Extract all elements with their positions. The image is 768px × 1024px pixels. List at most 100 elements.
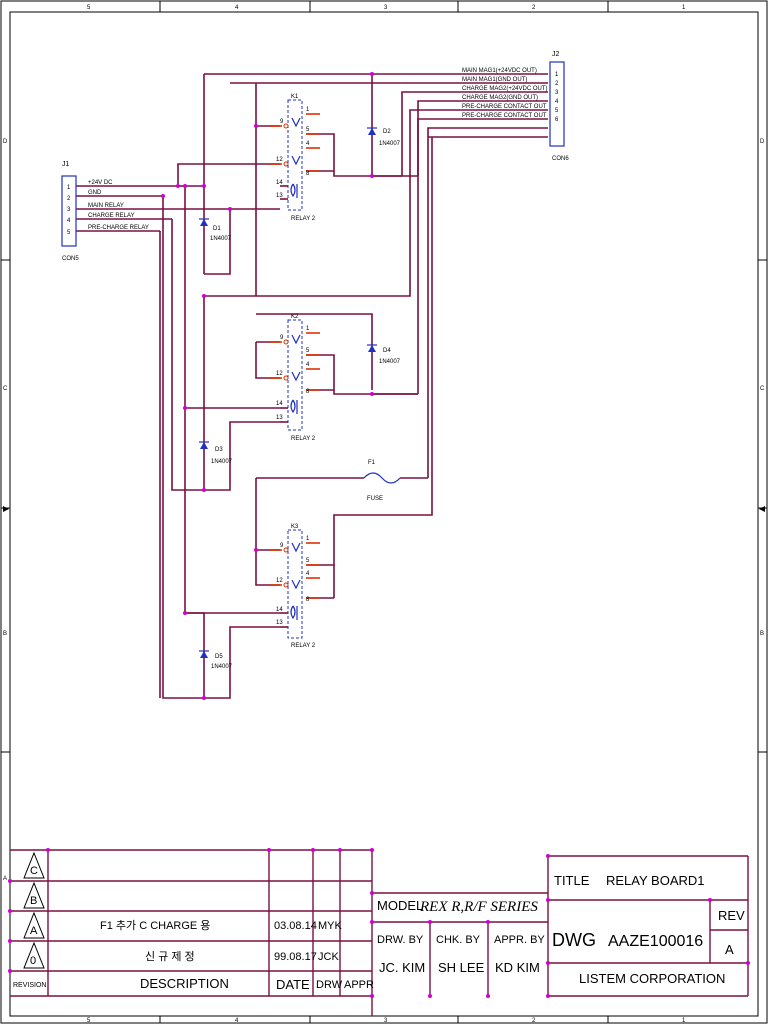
relay-k1: K1 RELAY 2 1 9 5 4 12 8 14 13 [276,94,316,222]
col-label: 4 [235,5,239,11]
row-label: A [3,876,7,882]
connector-j1: J1 CON5 1 2 3 4 5 +24V DC GND MAIN RELAY… [61,161,149,262]
revision-drw: MYK [318,920,343,932]
row-label: B [3,631,7,637]
revision-date: 99.08.17 [274,951,317,963]
j1-pin: 2 [67,196,71,202]
revision-rows: F1 추가 C CHARGE 용 03.08.14 MYK 신 규 제 정 99… [100,919,343,963]
appr-by-value: KD KIM [495,960,540,975]
diode-part: 1N4007 [379,141,401,147]
relay-pin: 13 [276,620,283,626]
relay-k3: K3 RELAY 2 1 9 5 4 12 8 14 13 [276,524,316,649]
relay-pin: 13 [276,415,283,421]
revision-marks: C B A 0 [23,851,45,969]
diode-d3: D3 1N4007 [199,441,233,465]
fuse-f1: F1 FUSE [363,460,401,502]
diode-ref: D2 [383,129,391,135]
revision-drw: JCK [318,951,339,963]
relay-pin: 9 [280,543,284,549]
border-col-labels-bottom: 5 4 3 2 1 [87,1018,686,1024]
fuse-ref: F1 [368,460,376,466]
relay-type: RELAY 2 [291,216,316,222]
diode-d4: D4 1N4007 [367,344,401,365]
relay-pin: 4 [306,362,310,368]
col-label: 2 [532,5,536,11]
j1-net-label: +24V DC [88,180,113,186]
j2-pin: 2 [555,81,559,87]
relay-ref: K1 [291,94,299,100]
j2-net-label: MAIN MAG1(+24VDC OUT) [462,68,537,74]
row-label: D [760,139,765,145]
diode-ref: D1 [213,226,221,232]
j1-part: CON5 [62,256,79,262]
drw-by-value: JC. KIM [379,960,425,975]
diode-part: 1N4007 [210,236,232,242]
relay-k2: K2 RELAY 2 1 9 5 4 12 8 14 13 [276,314,316,442]
diode-d1: D1 1N4007 [199,218,232,242]
revision-mark: A [30,925,38,937]
border-arrows [3,506,765,512]
relay-pin-stubs [270,113,320,599]
relay-pin: 14 [276,607,283,613]
chk-by-label: CHK. BY [436,934,481,946]
row-label: C [3,386,8,392]
border-col-labels-top: 5 4 3 2 1 [87,5,686,11]
fuse-part: FUSE [367,496,383,502]
diode-part: 1N4007 [211,664,233,670]
relay-pin: 14 [276,401,283,407]
col-label: 1 [682,1018,686,1024]
relay-ref: K2 [291,314,299,320]
chk-by-value: SH LEE [438,960,485,975]
relay-pin: 5 [306,348,310,354]
appr-by-label: APPR. BY [494,934,545,946]
col-label: 1 [682,5,686,11]
dwg-value: AAZE100016 [608,933,703,950]
diode-d5: D5 1N4007 [199,650,233,670]
j2-net-label: MAIN MAG1(GND OUT) [462,77,527,83]
title-block-dots [8,848,750,998]
relay-type: RELAY 2 [291,643,316,649]
col-label: 5 [87,1018,91,1024]
rev-value: A [725,942,734,957]
col-label: 4 [235,1018,239,1024]
model-label: MODEL [377,898,423,913]
col-label: 5 [87,5,91,11]
j1-pin: 3 [67,207,71,213]
revision-description: F1 추가 C CHARGE 용 [100,919,210,932]
diode-ref: D5 [215,654,223,660]
connector-j2: J2 CON6 1 2 3 4 5 6 MAIN MAG1(+24VDC OUT… [462,51,569,162]
model-value: REX R,R/F SERIES [419,899,538,915]
relay-type: RELAY 2 [291,436,316,442]
relay-pin: 1 [306,326,310,332]
revision-mark: C [30,865,38,877]
junction-dots [161,72,374,700]
header-appr: APPR [344,979,374,991]
relay-pin: 1 [306,536,310,542]
j2-net-label: CHARGE MAG2(GND OUT) [462,95,538,101]
diode-ref: D4 [383,348,391,354]
title-block-text: MODEL REX R,R/F SERIES DRW. BY JC. KIM C… [377,873,745,986]
relay-ref: K3 [291,524,299,530]
rev-label: REV [718,908,745,923]
revision-headers: REVISION DESCRIPTION DATE DRW APPR [13,976,374,992]
j1-net-label: MAIN RELAY [88,203,124,209]
relay-pin: 9 [280,335,284,341]
row-label: B [760,631,764,637]
revision-date: 03.08.14 [274,920,317,932]
diode-ref: D3 [215,447,223,453]
revision-table-grid [10,849,373,1016]
relay-pin: 13 [276,193,283,199]
j2-pin: 4 [555,99,559,105]
diode-d2: D2 1N4007 [367,127,401,147]
diode-part: 1N4007 [379,359,401,365]
inner-frame [9,11,759,1017]
relay-pin: 5 [306,558,310,564]
j2-net-label: PRE-CHARGE CONTACT OUT [462,113,547,119]
wires [76,73,548,699]
relay-pin: 12 [276,157,283,163]
relay-pin: 8 [306,597,310,603]
header-date: DATE [276,977,310,992]
j2-net-label: PRE-CHARGE CONTACT OUT [462,104,547,110]
relay-pin: 1 [306,107,310,113]
